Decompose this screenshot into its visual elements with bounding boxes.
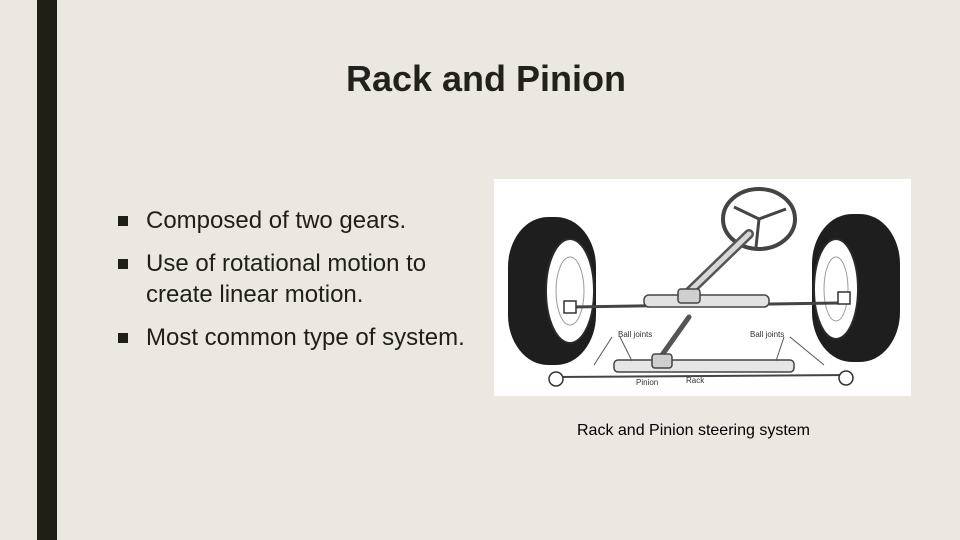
bullet-list: Composed of two gears. Use of rotational…	[116, 205, 476, 365]
bullet-item: Composed of two gears.	[116, 205, 476, 236]
rack-label: Rack	[686, 376, 705, 385]
lower-rack-detail	[548, 314, 854, 387]
ball-joints-label-right: Ball joints	[750, 330, 784, 339]
steering-system-illustration: Ball joints Ball joints Pinion Rack	[494, 179, 911, 396]
steering-wheel	[721, 187, 797, 251]
steering-diagram: Ball joints Ball joints Pinion Rack	[508, 187, 900, 387]
bullet-item: Use of rotational motion to create linea…	[116, 248, 476, 310]
pinion-label: Pinion	[636, 378, 658, 387]
figure-caption: Rack and Pinion steering system	[577, 422, 810, 439]
square-bullet-icon	[118, 259, 128, 269]
bullet-text: Use of rotational motion to create linea…	[146, 250, 427, 308]
bullet-text: Composed of two gears.	[146, 207, 407, 234]
ball-joints-label-left: Ball joints	[618, 330, 652, 339]
upper-rack	[563, 288, 851, 314]
bullet-item: Most common type of system.	[116, 322, 476, 353]
right-wheel	[812, 214, 900, 362]
left-wheel	[508, 217, 596, 365]
square-bullet-icon	[118, 333, 128, 343]
square-bullet-icon	[118, 216, 128, 226]
bullet-text: Most common type of system.	[146, 324, 465, 351]
slide-title: Rack and Pinion	[345, 58, 627, 99]
steering-column	[684, 229, 754, 297]
accent-side-bar	[37, 0, 57, 540]
